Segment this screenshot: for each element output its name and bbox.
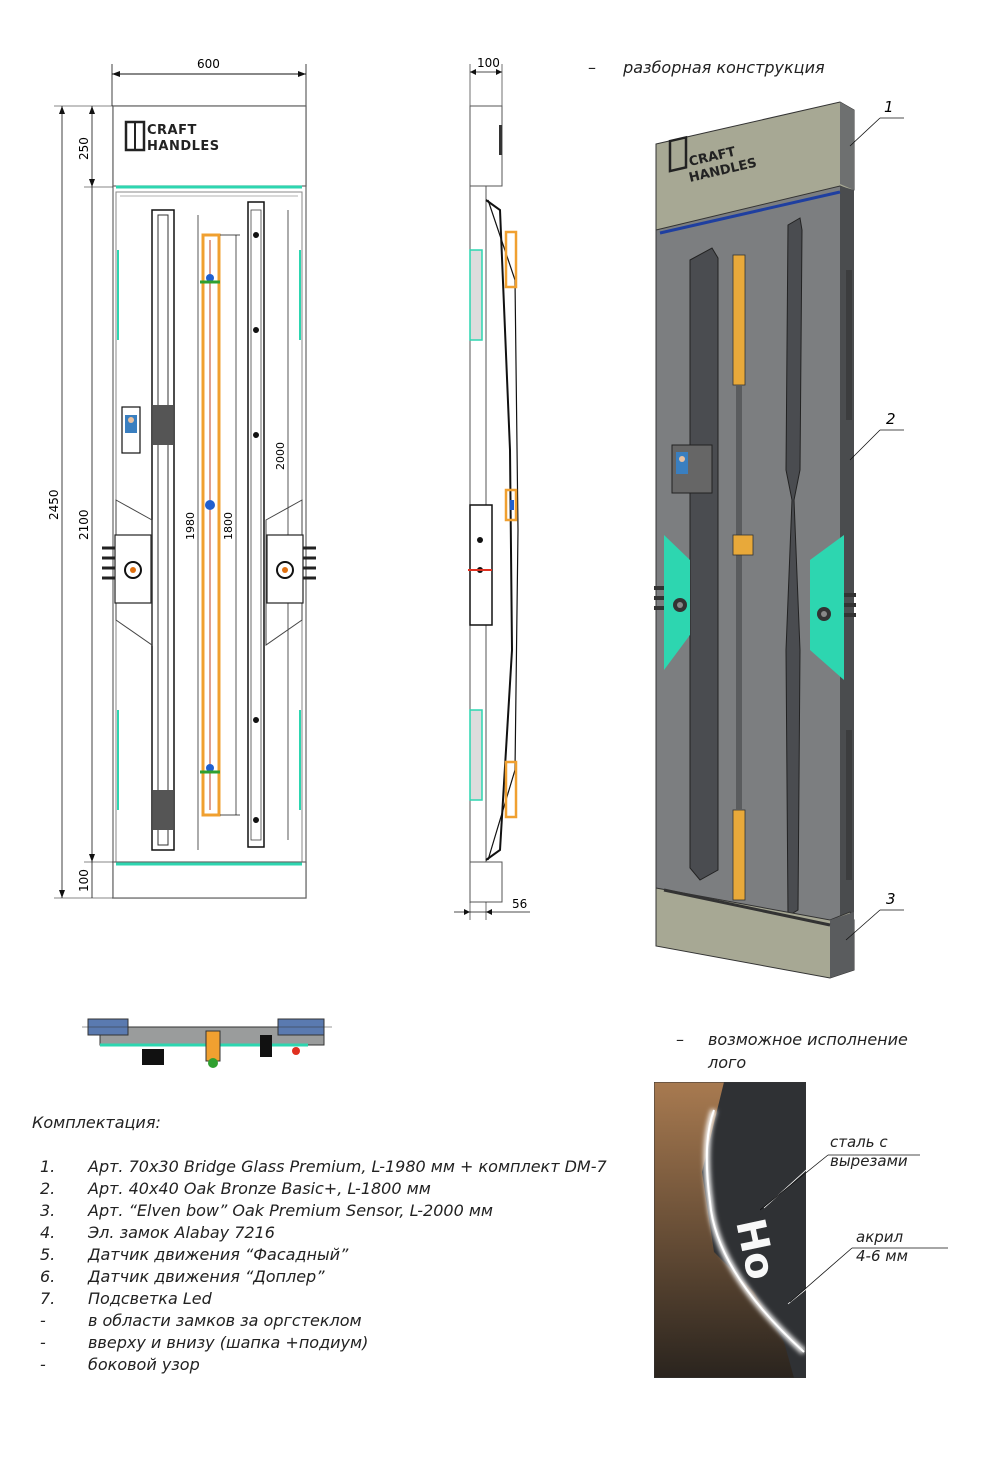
kit-list: Комплектация: 1. Арт. 70x30 Bridge Glass … [32,1112,607,1376]
dim-1980: 1980 [184,512,197,540]
kit-item-text: вверху и внизу (шапка +подиум) [88,1333,369,1352]
iso-view-drawing: CRAFT HANDLES 1 2 3 [654,98,904,979]
callout-3: 3 [886,890,896,908]
kit-item-number: 1. [40,1157,56,1176]
dim-2450: 2450 [47,489,61,520]
kit-item: - в области замков за оргстеклом [32,1310,607,1332]
dim-width-600: 600 [197,57,220,71]
kit-item-text: Арт. “Elven bow” Oak Premium Sensor, L-2… [88,1201,493,1220]
dim-100: 100 [77,869,91,892]
logo-callout-lines [760,1154,948,1303]
kit-item-number: 6. [40,1267,56,1286]
side-dim-56: 56 [512,897,527,911]
label-acryl: акрил 4-6 мм [856,1228,908,1265]
kit-item-number: 3. [40,1201,56,1220]
dim-1800: 1800 [222,512,235,540]
kit-item-text: боковой узор [88,1355,200,1374]
kit-item-text: Подсветка Led [88,1289,212,1308]
kit-item-text: Арт. 70x30 Bridge Glass Premium, L-1980 … [88,1157,607,1176]
label-steel: сталь с вырезами [830,1133,908,1170]
dim-2100: 2100 [77,509,91,540]
logo-option-note: –возможное исполнение лого [676,1030,908,1072]
side-dim-100: 100 [477,56,500,70]
kit-item-number: 7. [40,1289,56,1308]
dim-250: 250 [77,137,91,160]
kit-item: - боковой узор [32,1354,607,1376]
front-logo-line1: CRAFT [147,123,197,138]
kit-item-number: 5. [40,1245,56,1264]
kit-item-number: - [40,1333,46,1352]
kit-item-text: в области замков за оргстеклом [88,1311,362,1330]
kit-item: 1. Арт. 70x30 Bridge Glass Premium, L-198… [32,1156,607,1178]
kit-item-number: 4. [40,1223,56,1242]
kit-item: 5. Датчик движения “Фасадный” [32,1244,607,1266]
kit-item: 6. Датчик движения “Доплер” [32,1266,607,1288]
dim-2000: 2000 [274,442,287,470]
kit-item-text: Арт. 40x40 Oak Bronze Basic+, L-1800 мм [88,1179,431,1198]
kit-item: 4. Эл. замок Alabay 7216 [32,1222,607,1244]
kit-title: Комплектация: [32,1113,161,1132]
logo-photo: Ho [654,1082,806,1378]
front-view-drawing: 600 CRAFT HANDLES 1980 1800 2000 [47,57,316,899]
side-view-drawing: 100 56 [454,56,530,920]
kit-item: 2. Арт. 40x40 Oak Bronze Basic+, L-1800 м… [32,1178,607,1200]
kit-rows: 1. Арт. 70x30 Bridge Glass Premium, L-198… [32,1156,607,1376]
kit-item-number: - [40,1311,46,1330]
kit-item: 7. Подсветка Led [32,1288,607,1310]
top-view-drawing [82,1018,332,1068]
kit-item: 3. Арт. “Elven bow” Oak Premium Sensor, L… [32,1200,607,1222]
kit-item-text: Эл. замок Alabay 7216 [88,1223,275,1242]
kit-item: - вверху и внизу (шапка +подиум) [32,1332,607,1354]
callout-2: 2 [886,410,896,428]
kit-item-text: Датчик движения “Доплер” [88,1267,325,1286]
note-collapsible: – разборная конструкция [588,58,825,77]
kit-item-number: - [40,1355,46,1374]
callout-1: 1 [884,98,894,116]
kit-item-number: 2. [40,1179,56,1198]
front-logo-line2: HANDLES [147,139,220,154]
kit-item-text: Датчик движения “Фасадный” [88,1245,349,1264]
